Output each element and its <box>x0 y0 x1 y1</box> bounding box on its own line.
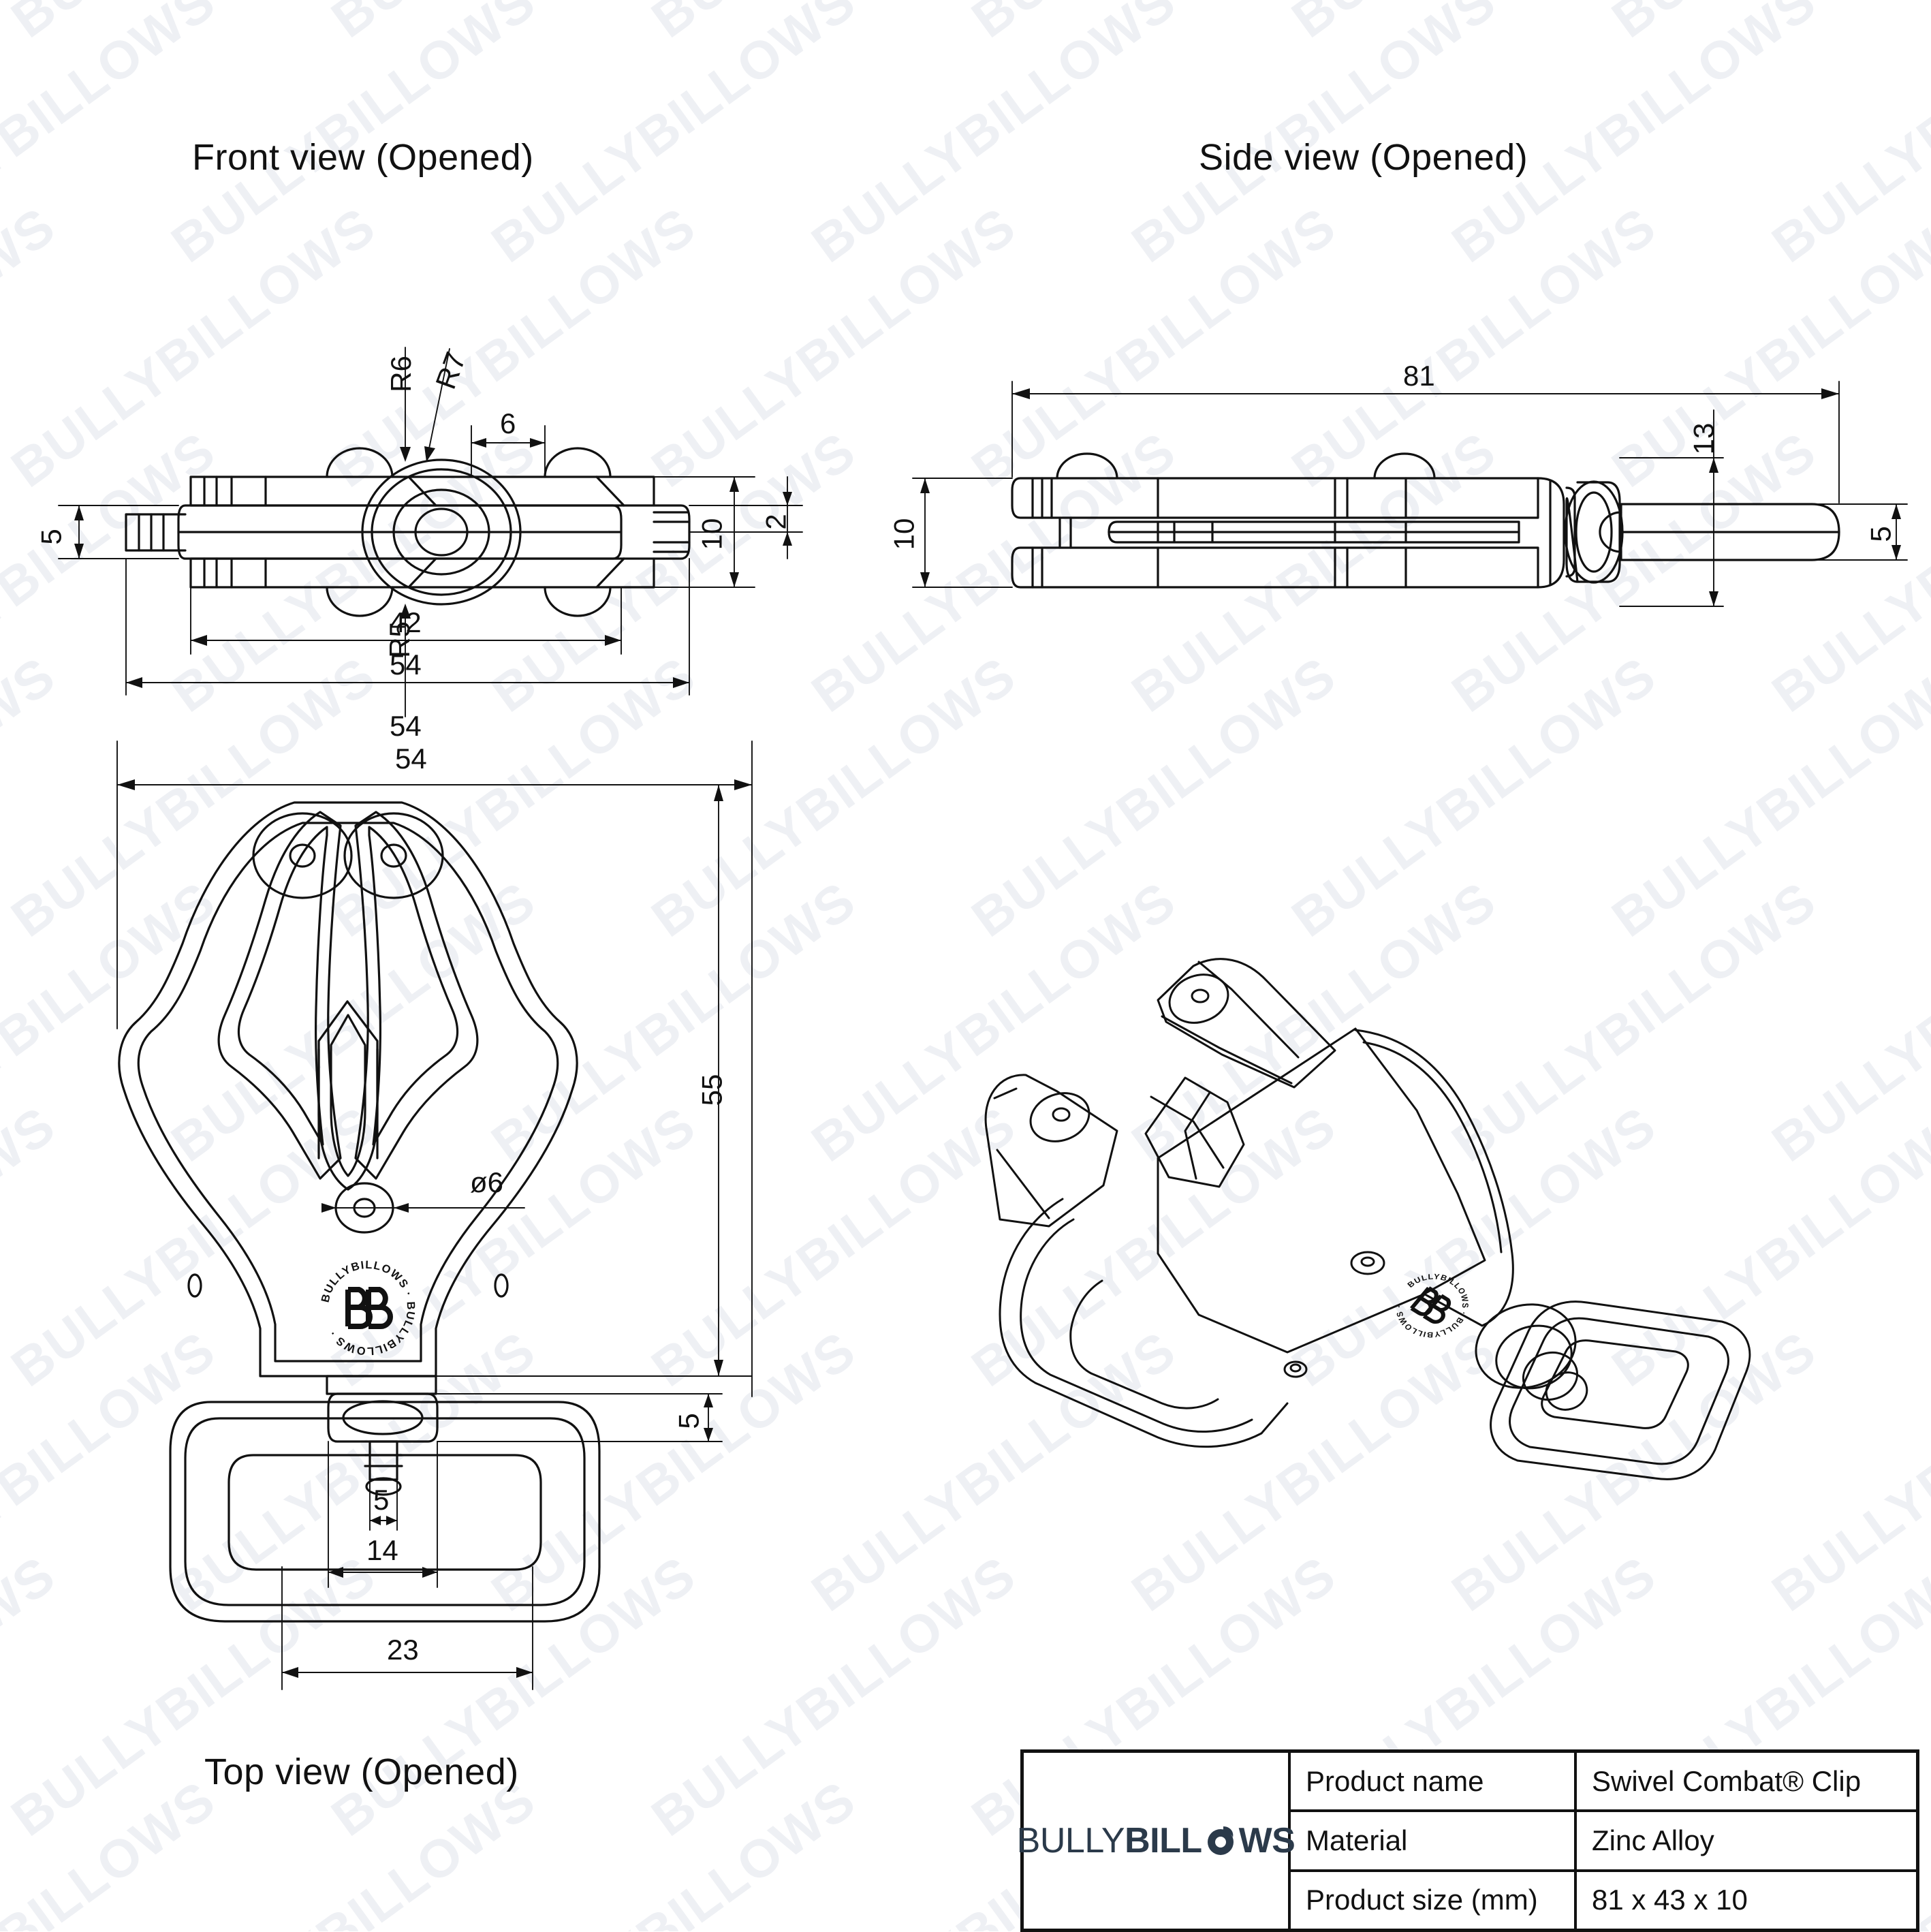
dim-top-55: 55 <box>695 1074 728 1106</box>
brand-text-bill: BILL <box>1125 1821 1202 1860</box>
top-view-dimension-lines <box>116 741 753 1690</box>
dim-front-42: 42 <box>390 606 422 638</box>
dim-top-14: 14 <box>366 1534 398 1566</box>
title-block-rows: Product name Swivel Combat® Clip Materia… <box>1291 1753 1916 1929</box>
row-key-material: Material <box>1291 1812 1577 1869</box>
table-row: Material Zinc Alloy <box>1291 1812 1916 1872</box>
dim-front-2: 2 <box>759 514 792 530</box>
table-row: Product name Swivel Combat® Clip <box>1291 1753 1916 1813</box>
dim-top-diameter-6: ø6 <box>470 1166 504 1198</box>
bullybillows-stamp-top-view: BULLYBILLOWS · BULLYBILLOWS · <box>310 1250 426 1369</box>
row-value-product-name: Swivel Combat® Clip <box>1592 1764 1862 1797</box>
table-row: Product size (mm) 81 x 43 x 10 <box>1291 1871 1916 1929</box>
dim-side-10: 10 <box>888 518 920 550</box>
dim-side-5: 5 <box>1864 526 1897 542</box>
top-view-title: Top view (Opened) <box>204 1751 519 1792</box>
dim-top-54: 54 <box>395 743 427 775</box>
dim-front-54-inner: 54 <box>390 649 422 681</box>
brand-text-ws: WS <box>1238 1821 1296 1860</box>
row-value-material: Zinc Alloy <box>1592 1824 1714 1856</box>
dim-side-81: 81 <box>1403 360 1435 392</box>
dim-front-10: 10 <box>695 518 728 550</box>
front-view-title: Front view (Opened) <box>192 137 534 178</box>
row-value-product-size: 81 x 43 x 10 <box>1592 1884 1748 1916</box>
dog-head-o-icon <box>1203 1823 1238 1858</box>
row-key-product-size: Product size (mm) <box>1291 1871 1577 1929</box>
dim-front-6: 6 <box>500 407 516 439</box>
side-view-geometry <box>1011 452 1840 589</box>
front-view-dimension-lines <box>58 347 803 717</box>
isometric-view-geometry <box>984 958 1751 1480</box>
dim-top-5-neck: 5 <box>672 1413 705 1429</box>
front-view-geometry <box>125 447 691 617</box>
dim-top-23: 23 <box>387 1634 419 1666</box>
row-key-product-name: Product name <box>1291 1753 1577 1810</box>
dim-side-13: 13 <box>1687 422 1720 455</box>
dim-front-5: 5 <box>35 529 67 545</box>
dim-front-54-outer: 54 <box>390 710 422 742</box>
dim-front-r6: R6 <box>384 356 417 392</box>
side-view-title: Side view (Opened) <box>1199 137 1528 178</box>
top-view-geometry <box>118 801 601 1623</box>
dim-top-5-pin: 5 <box>373 1484 390 1516</box>
side-view-dimension-lines <box>912 381 1908 607</box>
brand-text-bully: BULLY <box>1016 1821 1125 1860</box>
